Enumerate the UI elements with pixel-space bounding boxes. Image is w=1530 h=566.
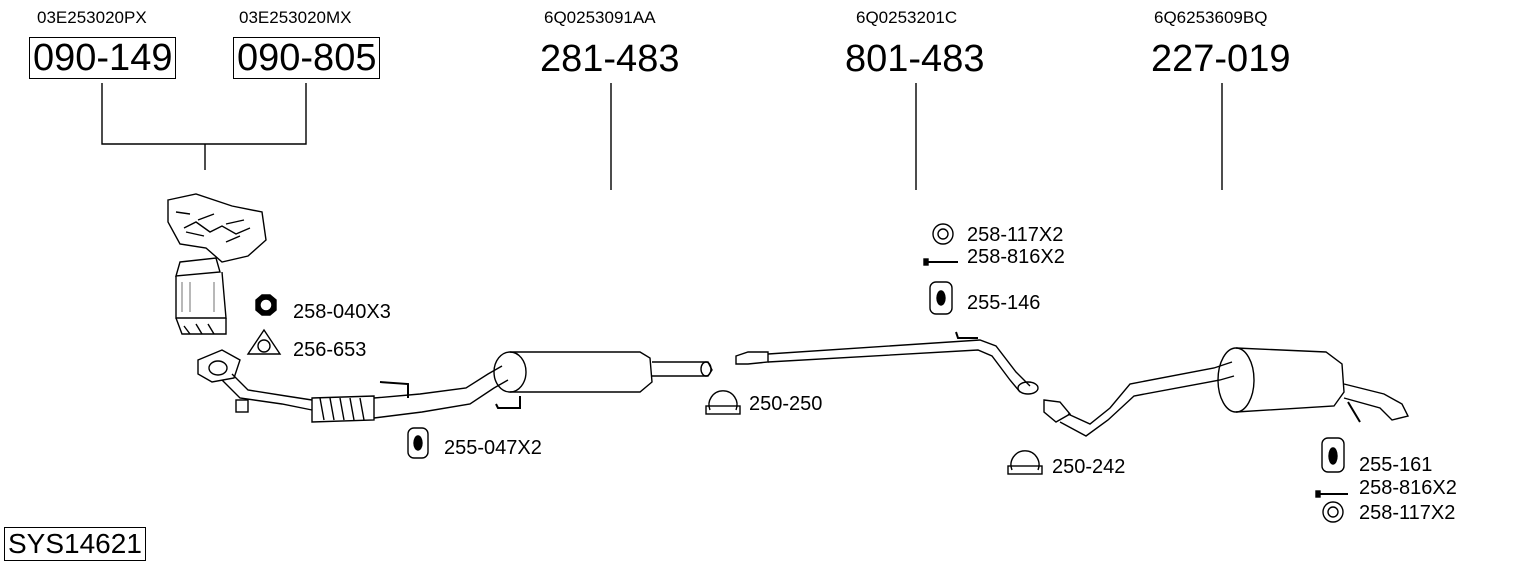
washer-icon[interactable] [932, 223, 954, 245]
bolt-icon[interactable] [1315, 490, 1348, 498]
part-number-3[interactable]: 281-483 [540, 38, 680, 80]
oem-number-4: 6Q0253201C [856, 8, 958, 27]
part-number-2[interactable]: 090-805 [233, 37, 381, 79]
accessory-label: 250-242 [1052, 456, 1126, 478]
clamp-icon[interactable] [1007, 450, 1043, 475]
accessory-label: 258-040X3 [293, 301, 391, 323]
accessory-label: 255-047X2 [444, 437, 542, 459]
oem-number-1: 03E253020PX [37, 8, 147, 27]
rubber-hanger-icon[interactable] [1321, 437, 1345, 473]
accessory-label: 258-816X2 [967, 246, 1065, 268]
accessory-label: 258-117X2 [967, 224, 1064, 246]
front-pipe[interactable] [197, 349, 521, 423]
rubber-hanger-icon[interactable] [929, 281, 953, 315]
system-id: SYS14621 [4, 527, 146, 561]
leader-lines [101, 83, 1223, 190]
accessory-label: 258-816X2 [1359, 477, 1457, 499]
accessory-label: 250-250 [749, 393, 823, 415]
oem-number-3: 6Q0253091AA [544, 8, 656, 27]
washer-icon[interactable] [1322, 501, 1344, 523]
intermediate-pipe[interactable] [735, 331, 1039, 395]
oem-number-2: 03E253020MX [239, 8, 352, 27]
accessory-label: 258-117X2 [1359, 502, 1456, 524]
oem-number-5: 6Q6253609BQ [1154, 8, 1268, 27]
bolt-icon[interactable] [923, 258, 958, 266]
accessory-label: 255-161 [1359, 454, 1433, 476]
part-number-5[interactable]: 227-019 [1151, 38, 1291, 80]
clamp-icon[interactable] [705, 390, 741, 415]
centre-silencer[interactable] [493, 351, 713, 393]
part-number-4[interactable]: 801-483 [845, 38, 985, 80]
part-number-1[interactable]: 090-149 [29, 37, 177, 79]
exhaust-manifold-catalyst[interactable] [167, 193, 267, 335]
accessory-label: 256-653 [293, 339, 367, 361]
rubber-hanger-icon[interactable] [407, 427, 429, 459]
accessory-label: 255-146 [967, 292, 1041, 314]
nut-icon[interactable] [255, 294, 277, 316]
gasket-icon[interactable] [246, 328, 282, 355]
rear-silencer[interactable] [1043, 347, 1410, 437]
